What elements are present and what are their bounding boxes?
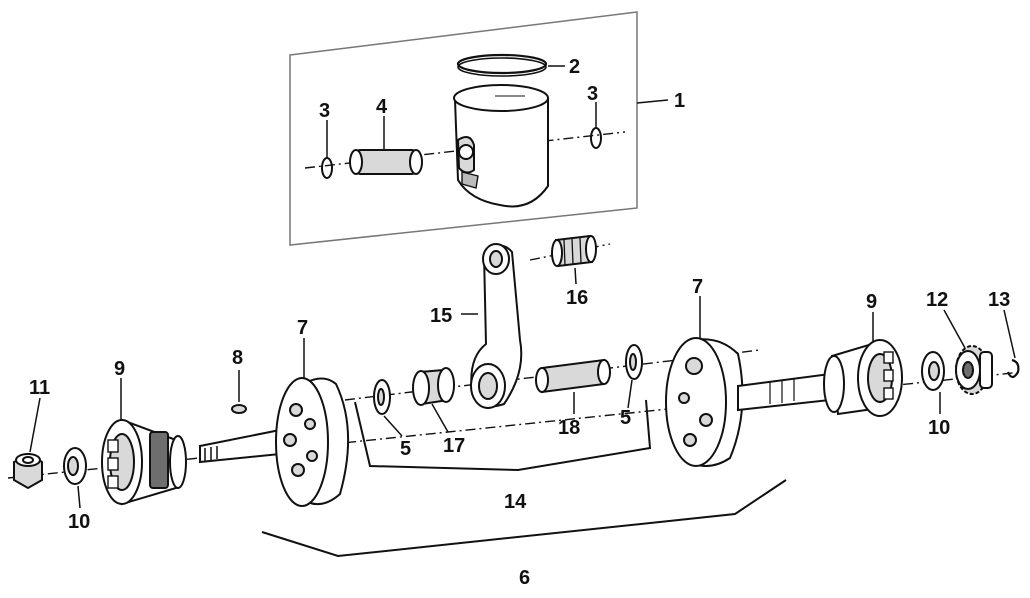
thrust-washer-left bbox=[373, 379, 391, 415]
callout-2: 2 bbox=[569, 56, 580, 78]
leader-16 bbox=[574, 267, 577, 285]
crankshaft-nut bbox=[13, 452, 43, 490]
callout-11: 11 bbox=[29, 377, 50, 399]
piston-pin-circlip-left bbox=[321, 157, 333, 179]
leader-10a bbox=[77, 485, 81, 509]
callout-7b: 7 bbox=[692, 276, 703, 298]
bracket-assembly-6 bbox=[261, 479, 787, 558]
leader-1 bbox=[636, 99, 669, 104]
leader-13 bbox=[1003, 309, 1016, 359]
callout-7a: 7 bbox=[297, 317, 308, 339]
callout-4: 4 bbox=[376, 96, 388, 118]
leader-5a bbox=[383, 415, 403, 437]
callout-10a: 10 bbox=[68, 511, 90, 533]
callout-3b: 3 bbox=[587, 83, 598, 105]
flywheel-left bbox=[275, 377, 350, 507]
callout-14: 14 bbox=[504, 491, 527, 513]
callout-15: 15 bbox=[430, 305, 452, 327]
flywheel-right bbox=[665, 337, 744, 467]
callout-17: 17 bbox=[443, 435, 465, 457]
thrust-washer-right bbox=[625, 344, 643, 380]
leader-5b bbox=[627, 379, 633, 409]
bracket-assembly-14 bbox=[354, 399, 652, 472]
washer-left bbox=[63, 447, 87, 485]
crankshaft-right-journal bbox=[737, 372, 831, 412]
callout-9a: 9 bbox=[114, 358, 125, 380]
crank-pin bbox=[535, 358, 611, 394]
main-bearing-right bbox=[823, 339, 903, 417]
piston-pin bbox=[349, 149, 423, 175]
woodruff-key bbox=[231, 404, 247, 414]
piston bbox=[453, 84, 549, 208]
callout-9b: 9 bbox=[866, 291, 877, 313]
big-end-needle-bearing bbox=[412, 367, 455, 406]
small-end-needle-bearing bbox=[551, 234, 597, 268]
leader-11 bbox=[29, 397, 41, 453]
callout-10b: 10 bbox=[928, 417, 950, 439]
callout-18: 18 bbox=[558, 417, 580, 439]
callout-3a: 3 bbox=[319, 100, 330, 122]
callout-5b: 5 bbox=[620, 407, 631, 429]
callout-13: 13 bbox=[988, 289, 1010, 311]
piston-ring bbox=[456, 53, 548, 77]
leader-12 bbox=[943, 309, 966, 349]
callout-5a: 5 bbox=[400, 438, 411, 460]
callout-16: 16 bbox=[566, 287, 588, 309]
washer-right bbox=[921, 351, 945, 391]
gear-circlip bbox=[1006, 358, 1020, 379]
primary-drive-gear bbox=[955, 345, 993, 395]
main-bearing-left bbox=[101, 418, 187, 506]
piston-pin-circlip-right bbox=[590, 127, 602, 149]
connecting-rod bbox=[470, 243, 523, 409]
callout-6: 6 bbox=[519, 567, 530, 589]
callout-1: 1 bbox=[674, 90, 685, 112]
callout-12: 12 bbox=[926, 289, 948, 311]
leader-17 bbox=[431, 403, 449, 433]
piston-group-frame bbox=[289, 11, 638, 246]
callout-8: 8 bbox=[232, 347, 243, 369]
